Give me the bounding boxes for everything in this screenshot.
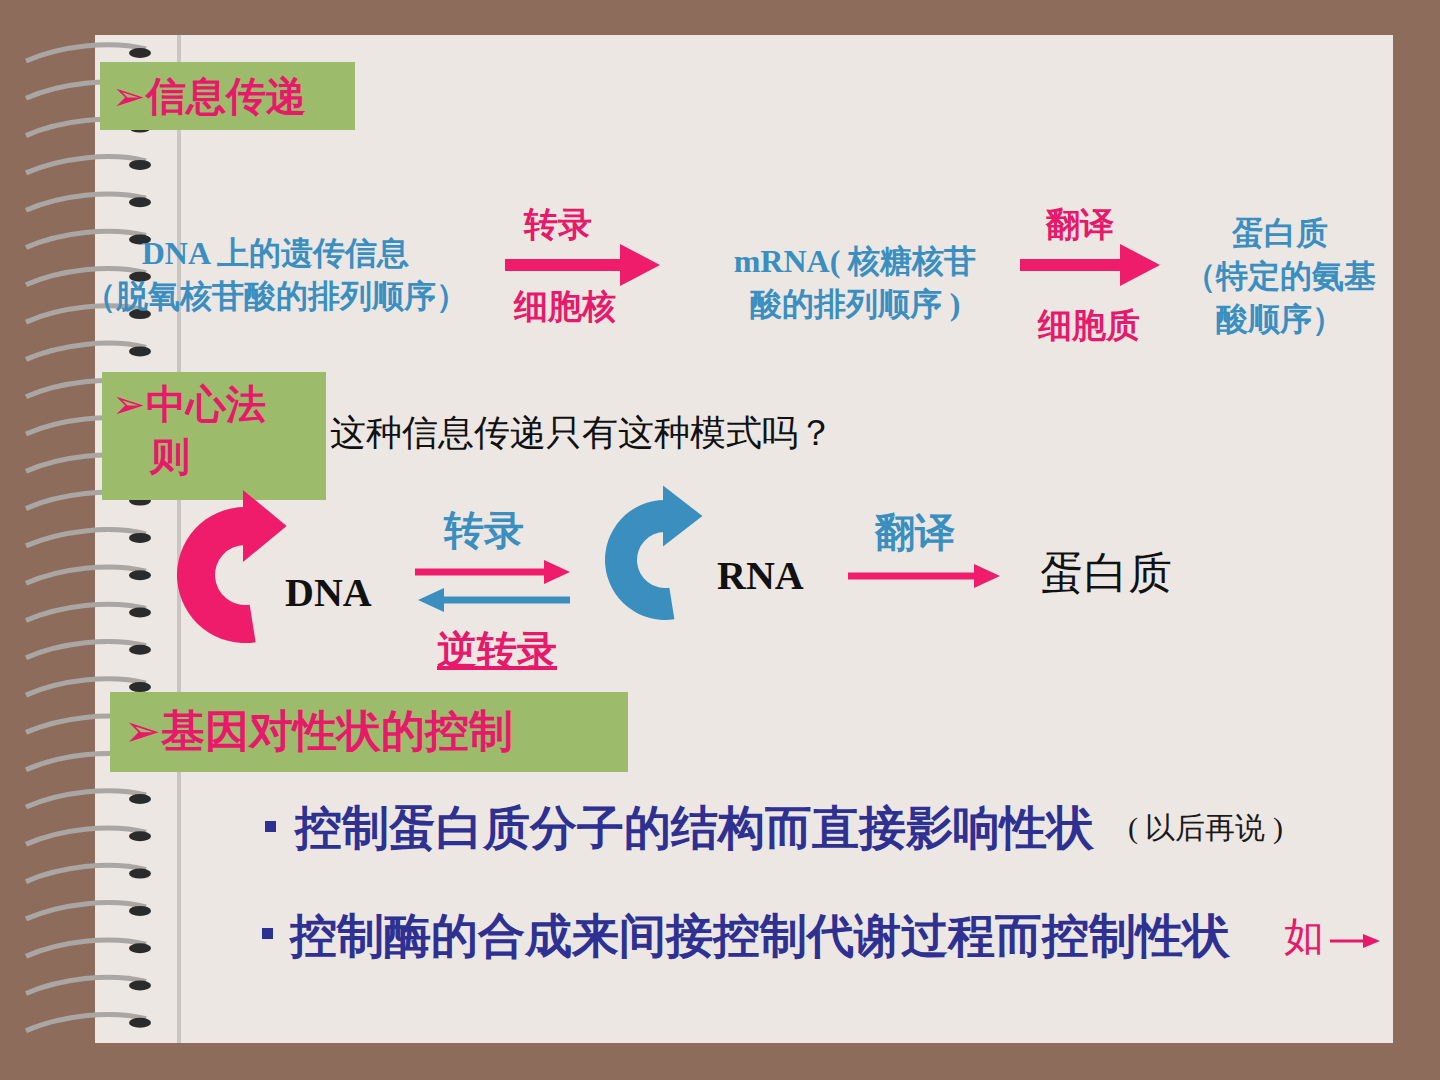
ring-hole xyxy=(129,645,151,655)
info-block: 蛋白质 （特定的氨基 酸顺序） xyxy=(1165,212,1395,342)
section-tag: ➢信息传递 xyxy=(100,62,355,130)
question-text: 这种信息传递只有这种模式吗？ xyxy=(330,412,834,455)
ring-wire xyxy=(26,791,146,807)
location-label: 细胞核 xyxy=(514,287,616,328)
ring-hole xyxy=(129,794,151,804)
arrow-head xyxy=(974,564,1000,588)
flow-arrow xyxy=(848,564,1000,588)
bullet-text: 控制酶的合成来间接控制代谢过程而控制性状 xyxy=(290,908,1230,964)
ring-hole xyxy=(129,981,151,991)
ring-wire xyxy=(26,940,146,956)
arrow-head xyxy=(1120,244,1160,286)
arrow-head xyxy=(620,244,660,286)
ring-hole xyxy=(129,906,151,916)
molecule-node: RNA xyxy=(600,478,830,628)
ring-wire xyxy=(26,567,146,583)
ring-hole xyxy=(129,48,151,58)
process-label: 翻译 xyxy=(875,508,955,556)
info-block: mRNA( 核糖核苷 酸的排列顺序 ) xyxy=(705,240,1005,326)
pointer-arrow-head xyxy=(1363,934,1380,948)
arrow-shaft xyxy=(1020,259,1122,271)
replication-arrow xyxy=(600,478,830,628)
ring-hole xyxy=(129,160,151,170)
arrow-shaft xyxy=(848,573,976,580)
bullet-square xyxy=(262,928,273,939)
location-label: 细胞质 xyxy=(1038,306,1140,347)
section-title: ➢中心法 则 xyxy=(150,378,316,482)
node-text: 蛋白质 （特定的氨基 酸顺序） xyxy=(1165,212,1395,342)
process-label: 转录 xyxy=(524,205,592,246)
ring-wire xyxy=(26,642,146,658)
replication-arrow xyxy=(175,485,400,645)
ring-hole xyxy=(129,943,151,953)
ring-wire xyxy=(26,45,146,61)
arrow-shaft xyxy=(415,569,546,576)
ring-wire xyxy=(26,828,146,844)
section-title: ➢信息传递 xyxy=(112,70,306,122)
node-text: DNA xyxy=(285,573,400,613)
bullet-text: 控制蛋白质分子的结构而直接影响性状 xyxy=(295,800,1094,856)
ring-hole xyxy=(129,831,151,841)
ring-hole xyxy=(129,197,151,207)
spiral-binding xyxy=(26,45,151,1031)
info-block: DNA 上的遗传信息 （脱氧核苷酸的排列顺序） xyxy=(48,232,503,318)
node-text: DNA 上的遗传信息 （脱氧核苷酸的排列顺序） xyxy=(48,232,503,318)
flow-arrow xyxy=(415,560,570,584)
ring-hole xyxy=(129,533,151,543)
molecule-node: 蛋白质 xyxy=(1040,552,1190,608)
flow-arrow xyxy=(505,244,660,286)
margin-line xyxy=(177,35,181,1043)
ring-wire xyxy=(26,194,146,210)
ring-hole xyxy=(129,869,151,879)
ring-wire xyxy=(26,157,146,173)
arrow-shaft xyxy=(505,259,622,271)
arrow-head xyxy=(663,486,702,547)
node-text: mRNA( 核糖核苷 酸的排列顺序 ) xyxy=(705,240,1005,326)
arrow-head xyxy=(418,588,444,612)
arrow-head xyxy=(243,490,287,562)
ring-hole xyxy=(129,346,151,356)
ring-wire xyxy=(26,865,146,881)
ring-wire xyxy=(26,343,146,359)
arrow-shaft xyxy=(442,597,570,604)
ring-hole xyxy=(129,608,151,618)
ring-wire xyxy=(26,1015,146,1031)
node-text: RNA xyxy=(717,556,830,596)
node-text: 蛋白质 xyxy=(1040,552,1190,596)
process-label: 翻译 xyxy=(1046,205,1114,246)
ring-wire xyxy=(26,604,146,620)
ring-wire xyxy=(26,530,146,546)
section-tag: ➢中心法 则 xyxy=(102,372,326,500)
flow-arrow xyxy=(1020,244,1160,286)
flow-arrow xyxy=(418,588,570,612)
example-cue: 如 xyxy=(1284,913,1324,961)
bullet-square xyxy=(265,821,276,832)
pointer-arrow xyxy=(1330,940,1364,943)
section-tag: ➢基因对性状的控制 xyxy=(110,692,628,772)
ring-hole xyxy=(129,682,151,692)
ring-wire xyxy=(26,903,146,919)
arrow-head xyxy=(544,560,570,584)
note-text: ( 以后再说 ) xyxy=(1128,810,1283,846)
section-title: ➢基因对性状的控制 xyxy=(124,702,513,759)
ring-wire xyxy=(26,231,146,247)
molecule-node: DNA xyxy=(175,485,400,645)
ring-wire xyxy=(26,977,146,993)
ring-hole xyxy=(129,570,151,580)
ring-hole xyxy=(129,1018,151,1028)
process-label: 逆转录 xyxy=(437,626,557,674)
process-label: 转录 xyxy=(444,506,524,554)
page xyxy=(95,35,1393,1043)
